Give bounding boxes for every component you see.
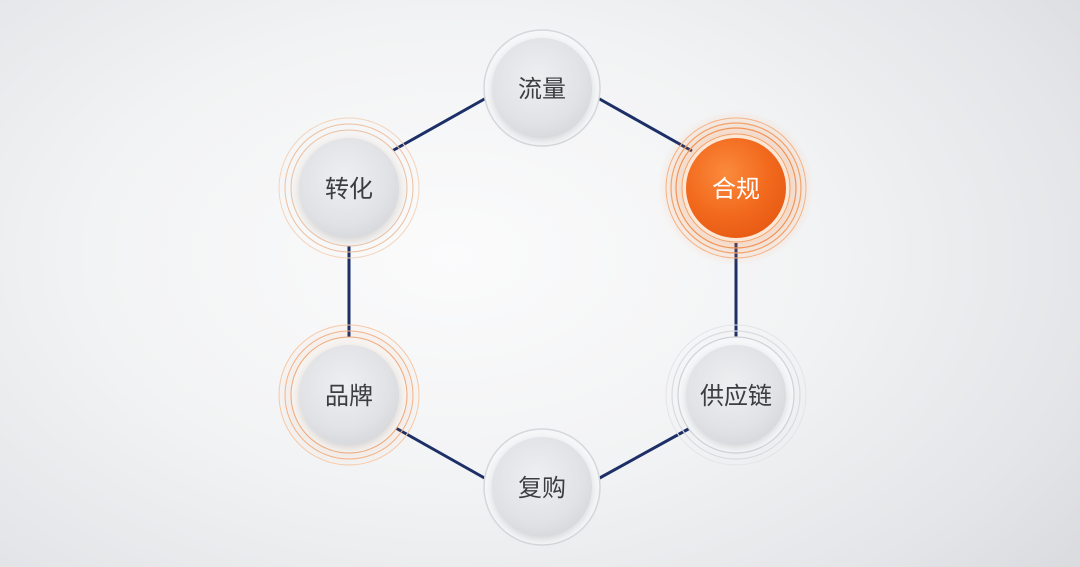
node-label-conversion: 转化 <box>325 175 373 203</box>
node-brand[interactable]: 品牌 <box>277 323 421 467</box>
node-compliance[interactable]: 合规 <box>658 110 814 266</box>
node-conversion[interactable]: 转化 <box>278 117 420 259</box>
node-label-compliance: 合规 <box>712 175 760 203</box>
node-label-repurchase: 复购 <box>518 474 566 502</box>
node-label-supply: 供应链 <box>700 382 772 410</box>
connector-conversion-flow <box>391 95 489 153</box>
node-repurchase[interactable]: 复购 <box>483 428 601 546</box>
node-flow[interactable]: 流量 <box>483 29 601 147</box>
connector-repurchase-brand <box>393 425 489 482</box>
connector-supply-repurchase <box>595 425 693 482</box>
node-label-flow: 流量 <box>518 75 566 103</box>
node-label-brand: 品牌 <box>325 382 373 410</box>
node-supply[interactable]: 供应链 <box>665 324 807 466</box>
